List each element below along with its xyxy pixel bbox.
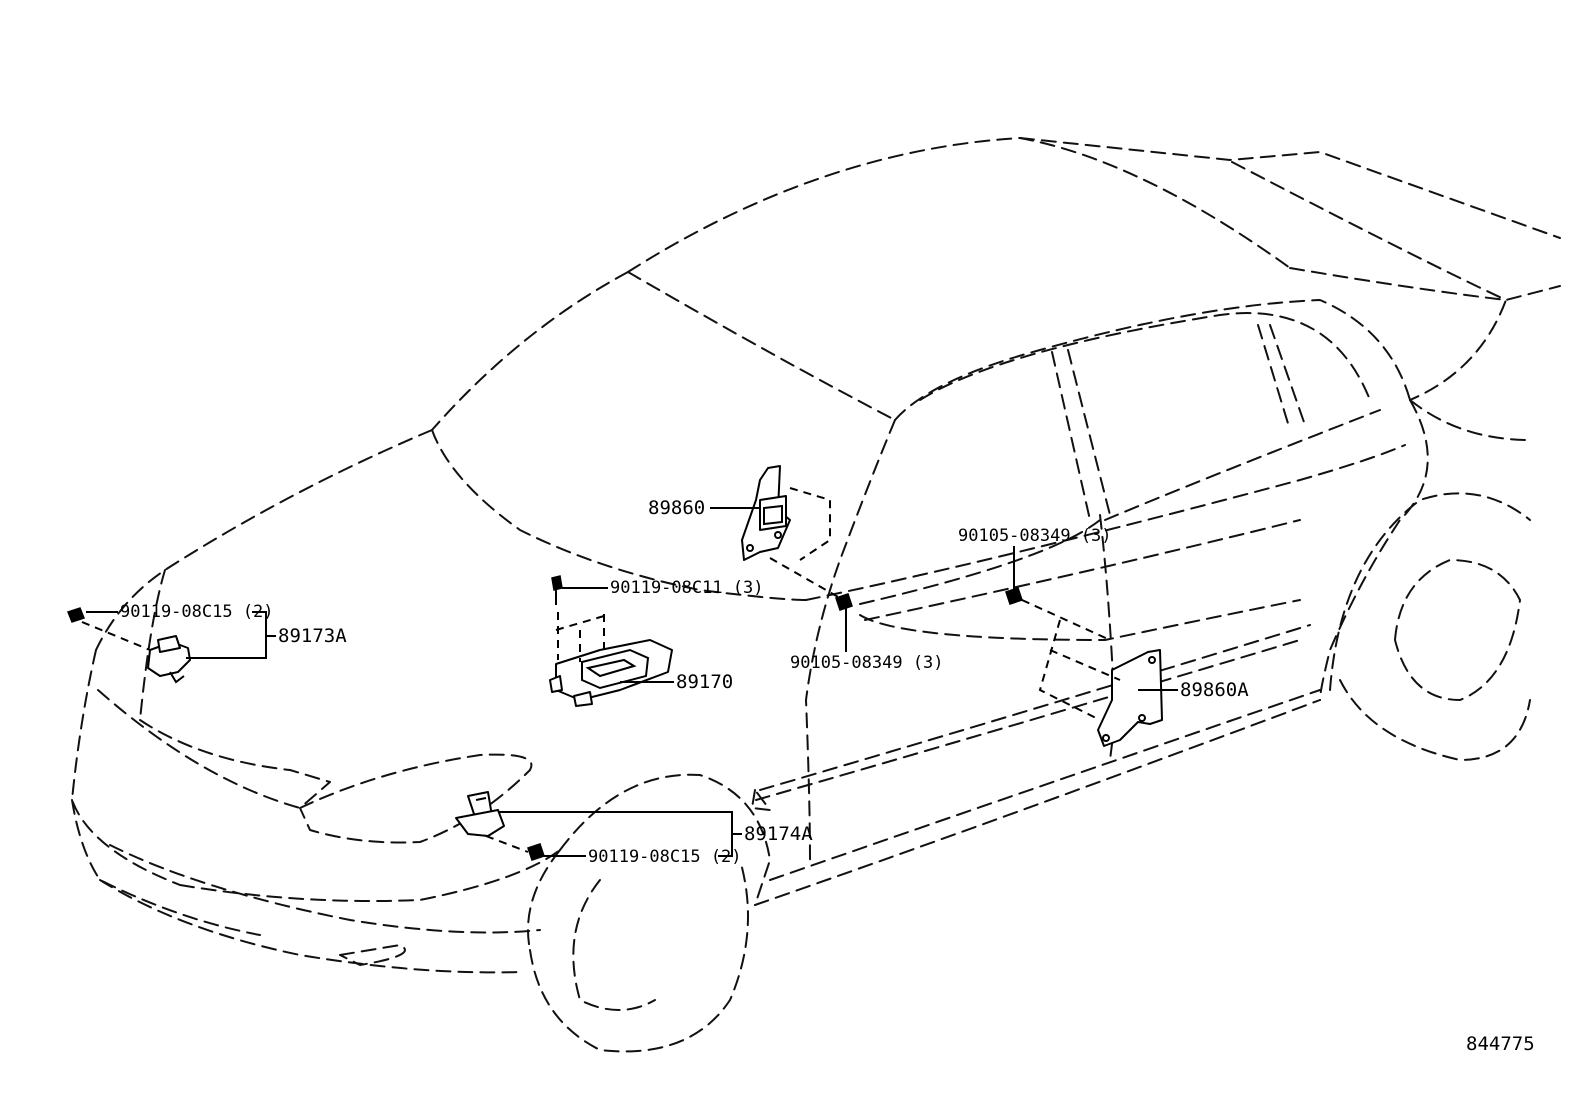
bolt-90105-08349-right — [1005, 587, 1111, 641]
callout-89860: 89860 — [648, 497, 705, 519]
car-body-outline — [71, 137, 1561, 1053]
callout-90119-08c15-front: 90119-08C15 (2) — [588, 847, 742, 867]
front-sensor-89173a — [81, 621, 191, 684]
callout-90105-08349-center: 90105-08349 (3) — [790, 653, 944, 673]
callout-90105-08349-right: 90105-08349 (3) — [958, 526, 1112, 546]
screw-90119-08c11 — [551, 575, 563, 605]
callout-89174a: 89174A — [744, 823, 813, 845]
front-sensor-89174a — [455, 791, 529, 853]
callout-89170: 89170 — [676, 671, 733, 693]
diagram-id: 844775 — [1466, 1033, 1535, 1055]
airbag-ecu-89170 — [549, 612, 673, 707]
callout-labels: 89860 90119-08C11 (3) 90119-08C15 (2) 89… — [120, 497, 1535, 1055]
bolt-90105-08349-center — [835, 593, 853, 611]
callout-89860a: 89860A — [1180, 679, 1249, 701]
leader-lines — [86, 507, 1178, 857]
callout-90119-08c15-left: 90119-08C15 (2) — [120, 602, 274, 622]
screw-90119-08c15-front — [527, 843, 545, 861]
bracket-89860a — [1038, 619, 1163, 747]
callout-90119-08c11: 90119-08C11 (3) — [610, 578, 764, 598]
callout-89173a: 89173A — [278, 625, 347, 647]
airbag-sensor-module-89860 — [741, 465, 841, 599]
screw-90119-08c15-left — [67, 607, 85, 623]
